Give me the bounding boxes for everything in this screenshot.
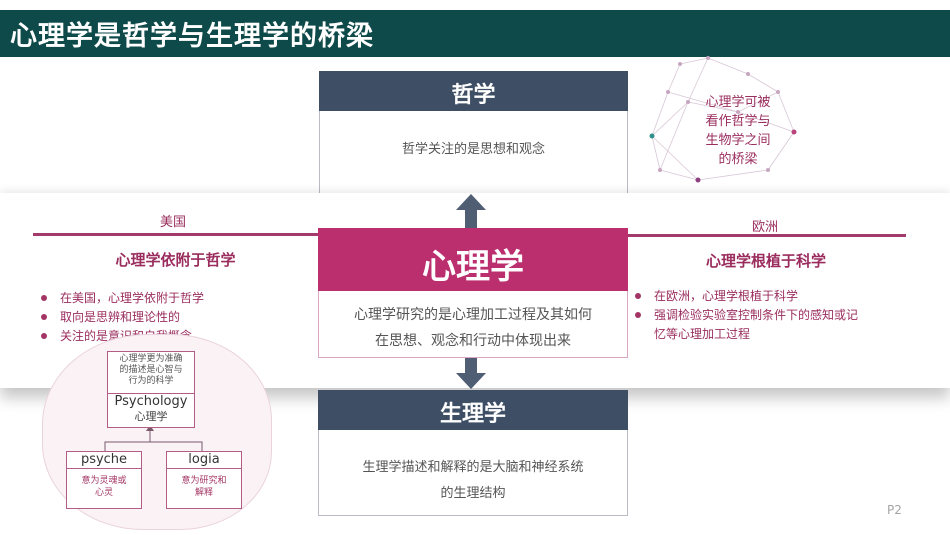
bridge-note-line: 生物学之间: [705, 133, 771, 148]
network-node: [766, 168, 770, 172]
network-node: [736, 110, 740, 114]
etymology-leaf-psyche: psyche 意为灵魂或 心灵: [66, 451, 142, 509]
list-item: 忆等心理加工过程: [627, 325, 912, 344]
list-item-text: 在美国，心理学依附于哲学: [60, 291, 205, 305]
america-title: 心理学依附于哲学: [115, 251, 236, 269]
network-node: [706, 56, 710, 60]
leaf-meaning: 意为灵魂或 心灵: [67, 469, 141, 499]
philosophy-title: 哲学: [451, 83, 496, 108]
philosophy-desc: 哲学关注的是思想和观念: [401, 142, 545, 157]
bullet-icon: [41, 333, 47, 339]
network-node: [666, 90, 670, 94]
list-item: 取向是思辨和理论性的: [33, 308, 313, 327]
bullet-icon: [635, 293, 641, 299]
network-node: [658, 168, 662, 172]
leaf-meaning: 意为研究和 解释: [167, 469, 241, 499]
etymology-note-line: 心理学更为准确: [119, 354, 183, 364]
leaf-meaning-line: 意为灵魂或: [81, 476, 127, 486]
page-number: P2: [887, 503, 902, 517]
psychology-desc: 心理学研究的是心理加工过程及其如何 在思想、观念和行动中体现出来: [330, 302, 616, 354]
bullet-icon: [635, 312, 641, 318]
network-node: [776, 90, 780, 94]
etymology-root: Psychology 心理学: [107, 393, 195, 428]
leaf-meaning-line: 意为研究和: [181, 476, 227, 486]
etymology-note-line: 的描述是心智与: [119, 365, 183, 375]
list-item: 在美国，心理学依附于哲学: [33, 289, 313, 308]
psychology-title: 心理学: [422, 247, 524, 287]
network-node: [746, 72, 750, 76]
network-node: [649, 133, 655, 139]
root-english: Psychology: [114, 394, 188, 409]
network-graphic: [649, 56, 797, 183]
leaf-meaning-line: 心灵: [94, 488, 113, 498]
network-node: [695, 177, 701, 183]
physiology-header: [318, 390, 628, 430]
bridge-note-line: 的桥梁: [718, 152, 758, 167]
physiology-desc: 生理学描述和解释的是大脑和神经系统 的生理结构: [330, 455, 616, 507]
tree-connectors: [104, 425, 203, 452]
etymology-leaf-logia: logia 意为研究和 解释: [166, 451, 242, 509]
europe-title: 心理学根植于科学: [705, 252, 826, 270]
bullet-icon: [41, 314, 47, 320]
list-item-text: 在欧洲，心理学根植于科学: [654, 289, 799, 303]
list-item-text: 取向是思辨和理论性的: [60, 310, 181, 324]
philosophy-header: [319, 71, 628, 111]
psychology-header: [318, 228, 628, 291]
etymology-note-line: 行为的科学: [128, 376, 174, 386]
leaf-meaning-line: 解释: [194, 488, 213, 498]
list-item: 强调检验实验室控制条件下的感知或记: [627, 306, 912, 325]
list-item-text: 忆等心理加工过程: [654, 327, 751, 341]
region-label-europe: 欧洲: [752, 220, 779, 235]
region-label-america: 美国: [160, 215, 187, 230]
divider: [626, 234, 906, 237]
slide-title: 心理学是哲学与生理学的桥梁: [10, 21, 374, 52]
etymology-note: 心理学更为准确 的描述是心智与 行为的科学: [107, 351, 195, 395]
bridge-note-line: 看作哲学与: [705, 114, 771, 129]
psychology-desc-line: 心理学研究的是心理加工过程及其如何: [354, 307, 592, 323]
root-chinese: 心理学: [134, 410, 168, 423]
bridge-note-line: 心理学可被: [705, 95, 771, 110]
divider: [33, 233, 318, 236]
list-item: 在欧洲，心理学根植于科学: [627, 287, 912, 306]
network-node: [686, 100, 690, 104]
arrow-up-icon: [456, 194, 486, 228]
arrow-down-icon: [456, 355, 486, 389]
physiology-title: 生理学: [439, 402, 506, 427]
leaf-word: psyche: [67, 452, 141, 469]
list-item-text: 强调检验实验室控制条件下的感知或记: [654, 308, 859, 322]
physiology-desc-line: 生理学描述和解释的是大脑和神经系统: [362, 460, 584, 475]
leaf-word: logia: [167, 452, 241, 469]
psychology-desc-line: 在思想、观念和行动中体现出来: [375, 333, 571, 349]
title-bar: [0, 10, 950, 57]
network-node: [678, 62, 682, 66]
bullet-icon: [41, 295, 47, 301]
bridge-note: 心理学可被 看作哲学与 生物学之间 的桥梁: [680, 93, 796, 169]
network-node: [791, 129, 797, 135]
physiology-desc-line: 的生理结构: [440, 486, 506, 501]
europe-bullets: 在欧洲，心理学根植于科学 强调检验实验室控制条件下的感知或记 忆等心理加工过程: [627, 287, 912, 344]
